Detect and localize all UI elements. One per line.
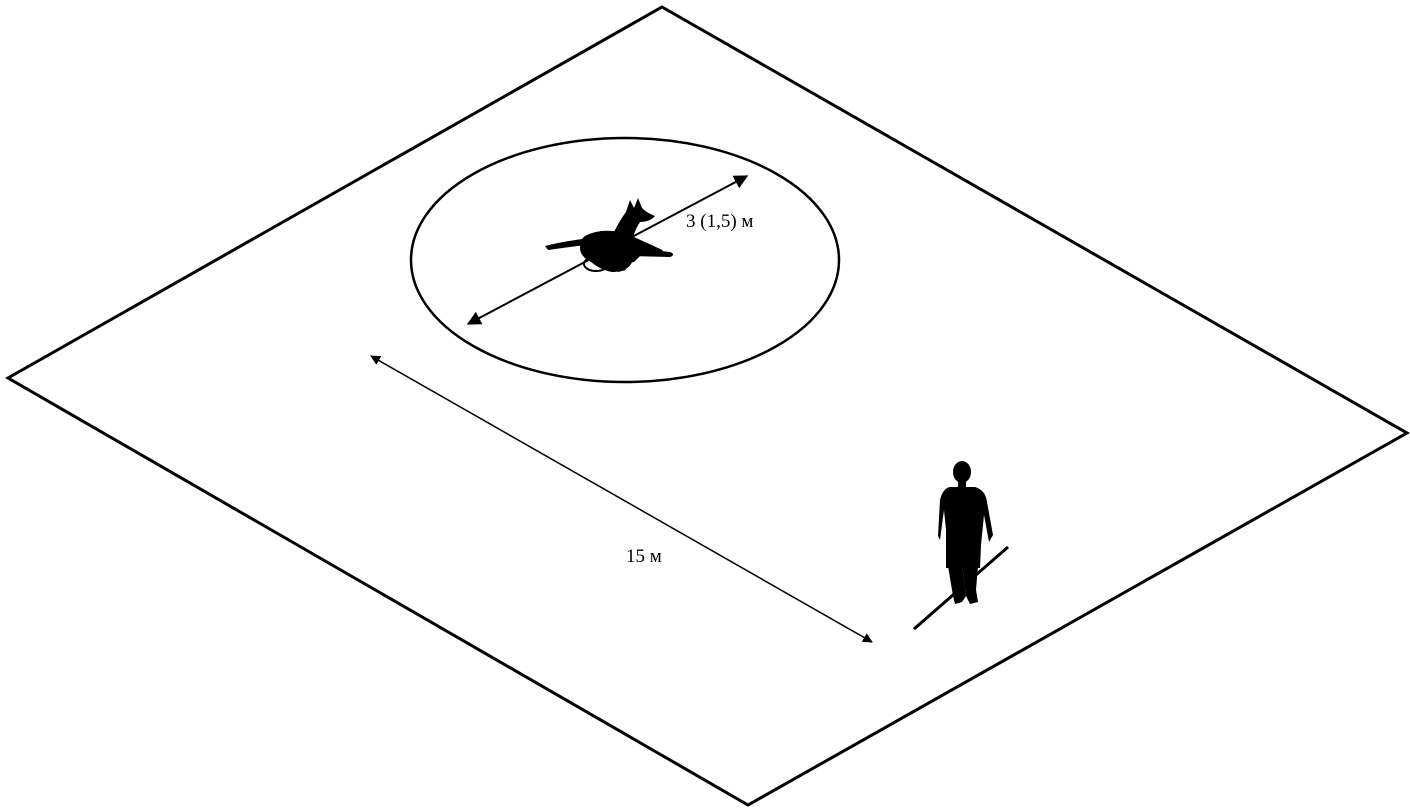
person-icon <box>938 461 993 604</box>
distance-arrow <box>370 355 873 643</box>
circle-diameter-label: 3 (1,5) м <box>686 211 753 232</box>
dog-icon <box>545 198 673 272</box>
distance-label: 15 м <box>626 546 662 567</box>
field-boundary <box>4 5 1410 807</box>
